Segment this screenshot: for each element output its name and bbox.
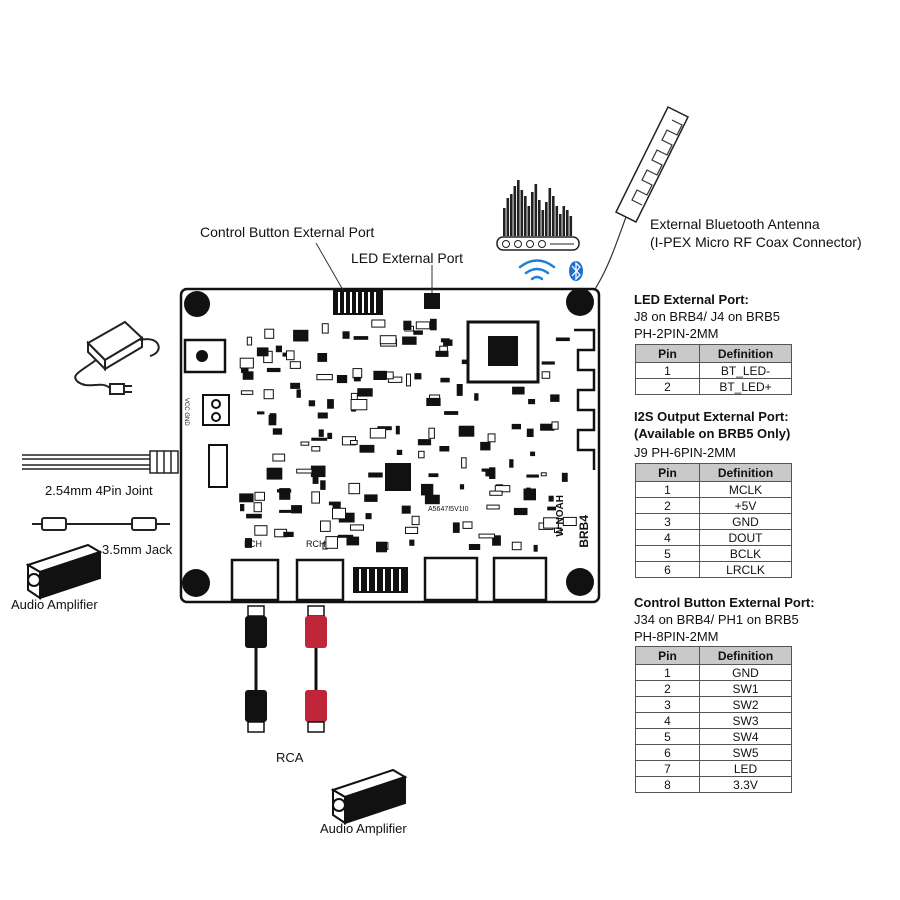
led-table-line2: PH-2PIN-2MM xyxy=(634,326,719,341)
joint-label: 2.54mm 4Pin Joint xyxy=(45,483,153,498)
pin-definition-cell: LRCLK xyxy=(699,561,792,578)
pin-number-cell: 3 xyxy=(635,696,700,713)
led-port-label: LED External Port xyxy=(351,250,464,266)
pin-definition-cell: 3.3V xyxy=(699,776,792,793)
pin-number-cell: 1 xyxy=(635,481,700,498)
pin-column-header: Pin xyxy=(635,463,700,482)
pin-definition-cell: BT_LED+ xyxy=(699,378,792,395)
audio-cable-icon xyxy=(32,517,170,531)
pin-definition-cell: MCLK xyxy=(699,481,792,498)
board-rch-label: RCH xyxy=(306,539,326,549)
antenna-label-line2: (I-PEX Micro RF Coax Connector) xyxy=(650,234,862,250)
pin-definition-cell: SW4 xyxy=(699,728,792,745)
board-vcc-label: VCC GND xyxy=(183,398,189,426)
amp-bottom-label: Audio Amplifier xyxy=(320,821,407,836)
board-chip-text: A5647I5V1I0 xyxy=(428,506,469,513)
pin-number-cell: 5 xyxy=(635,545,700,562)
control-port-label: Control Button External Port xyxy=(200,224,375,240)
pin-number-cell: 6 xyxy=(635,561,700,578)
pin-number-cell: 3 xyxy=(635,513,700,530)
amp-left-label: Audio Amplifier xyxy=(11,597,98,612)
pin-number-cell: 4 xyxy=(635,712,700,729)
pin-number-cell: 7 xyxy=(635,760,700,777)
board-lch-label: LCH xyxy=(244,539,263,549)
definition-column-header: Definition xyxy=(699,463,792,482)
pin-number-cell: 1 xyxy=(635,362,700,379)
pin-definition-cell: GND xyxy=(699,664,792,681)
pin-definition-cell: GND xyxy=(699,513,792,530)
antenna-label-line1: External Bluetooth Antenna xyxy=(650,216,820,232)
pin-definition-cell: SW5 xyxy=(699,744,792,761)
definition-column-header: Definition xyxy=(699,344,792,363)
amplifier-icon xyxy=(25,543,103,600)
i2s-table-title: I2S Output External Port: xyxy=(634,409,789,424)
control-table-line1: J34 on BRB4/ PH1 on BRB5 xyxy=(634,612,799,627)
control-table-line2: PH-8PIN-2MM xyxy=(634,629,719,644)
definition-column-header: Definition xyxy=(699,646,792,665)
bluetooth-icon xyxy=(569,261,583,281)
pin-number-cell: 5 xyxy=(635,728,700,745)
board-brand-label: W NOAH xyxy=(555,495,566,537)
pin-number-cell: 4 xyxy=(635,529,700,546)
power-adapter-icon xyxy=(74,320,160,395)
pin-number-cell: 2 xyxy=(635,680,700,697)
equalizer-icon xyxy=(496,180,580,251)
pin-definition-cell: SW3 xyxy=(699,712,792,729)
pin-definition-cell: +5V xyxy=(699,497,792,514)
rca-label: RCA xyxy=(276,750,304,765)
pin-number-cell: 6 xyxy=(635,744,700,761)
pin-number-cell: 2 xyxy=(635,497,700,514)
pin-definition-cell: BT_LED- xyxy=(699,362,792,379)
pin-definition-cell: SW1 xyxy=(699,680,792,697)
table-row: 2+5V xyxy=(635,497,792,514)
pin-number-cell: 8 xyxy=(635,776,700,793)
pin-definition-cell: LED xyxy=(699,760,792,777)
leader-lines xyxy=(315,242,433,293)
control-table-title: Control Button External Port: xyxy=(634,595,815,610)
i2s-table-line1: J9 PH-6PIN-2MM xyxy=(634,445,736,460)
board-model-label: BRB4 xyxy=(577,515,591,548)
i2s-table-title2: (Available on BRB5 Only) xyxy=(634,426,791,441)
pin-column-header: Pin xyxy=(635,646,700,665)
pin-number-cell: 1 xyxy=(635,664,700,681)
pin-number-cell: 2 xyxy=(635,378,700,395)
amplifier-icon xyxy=(330,768,408,825)
wifi-icon xyxy=(518,259,556,281)
rca-cable-icon xyxy=(245,605,327,733)
pin-definition-cell: SW2 xyxy=(699,696,792,713)
pin-column-header: Pin xyxy=(635,344,700,363)
jack-label: 3.5mm Jack xyxy=(102,542,173,557)
led-table-title: LED External Port: xyxy=(634,292,749,307)
led-table-line1: J8 on BRB4/ J4 on BRB5 xyxy=(634,309,780,324)
wire-harness-icon xyxy=(22,450,179,474)
circuit-board xyxy=(179,287,601,604)
pin-definition-cell: DOUT xyxy=(699,529,792,546)
pin-definition-cell: BCLK xyxy=(699,545,792,562)
